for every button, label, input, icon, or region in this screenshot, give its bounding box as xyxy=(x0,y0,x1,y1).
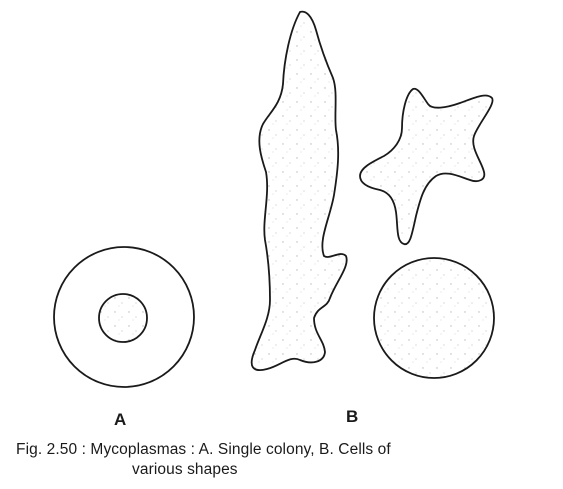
panel-a-label: A xyxy=(114,411,126,428)
round-cell xyxy=(374,258,494,378)
caption-line-2: various shapes xyxy=(16,460,561,480)
elongated-cell xyxy=(252,12,347,370)
colony-inner-core xyxy=(99,294,147,342)
panel-b-label: B xyxy=(346,408,358,425)
caption-line-1: Fig. 2.50 : Mycoplasmas : A. Single colo… xyxy=(16,440,561,460)
panel-b-cells xyxy=(252,12,494,378)
panel-a-colony xyxy=(54,247,194,387)
figure-caption: Fig. 2.50 : Mycoplasmas : A. Single colo… xyxy=(16,440,561,480)
star-cell xyxy=(360,89,493,244)
